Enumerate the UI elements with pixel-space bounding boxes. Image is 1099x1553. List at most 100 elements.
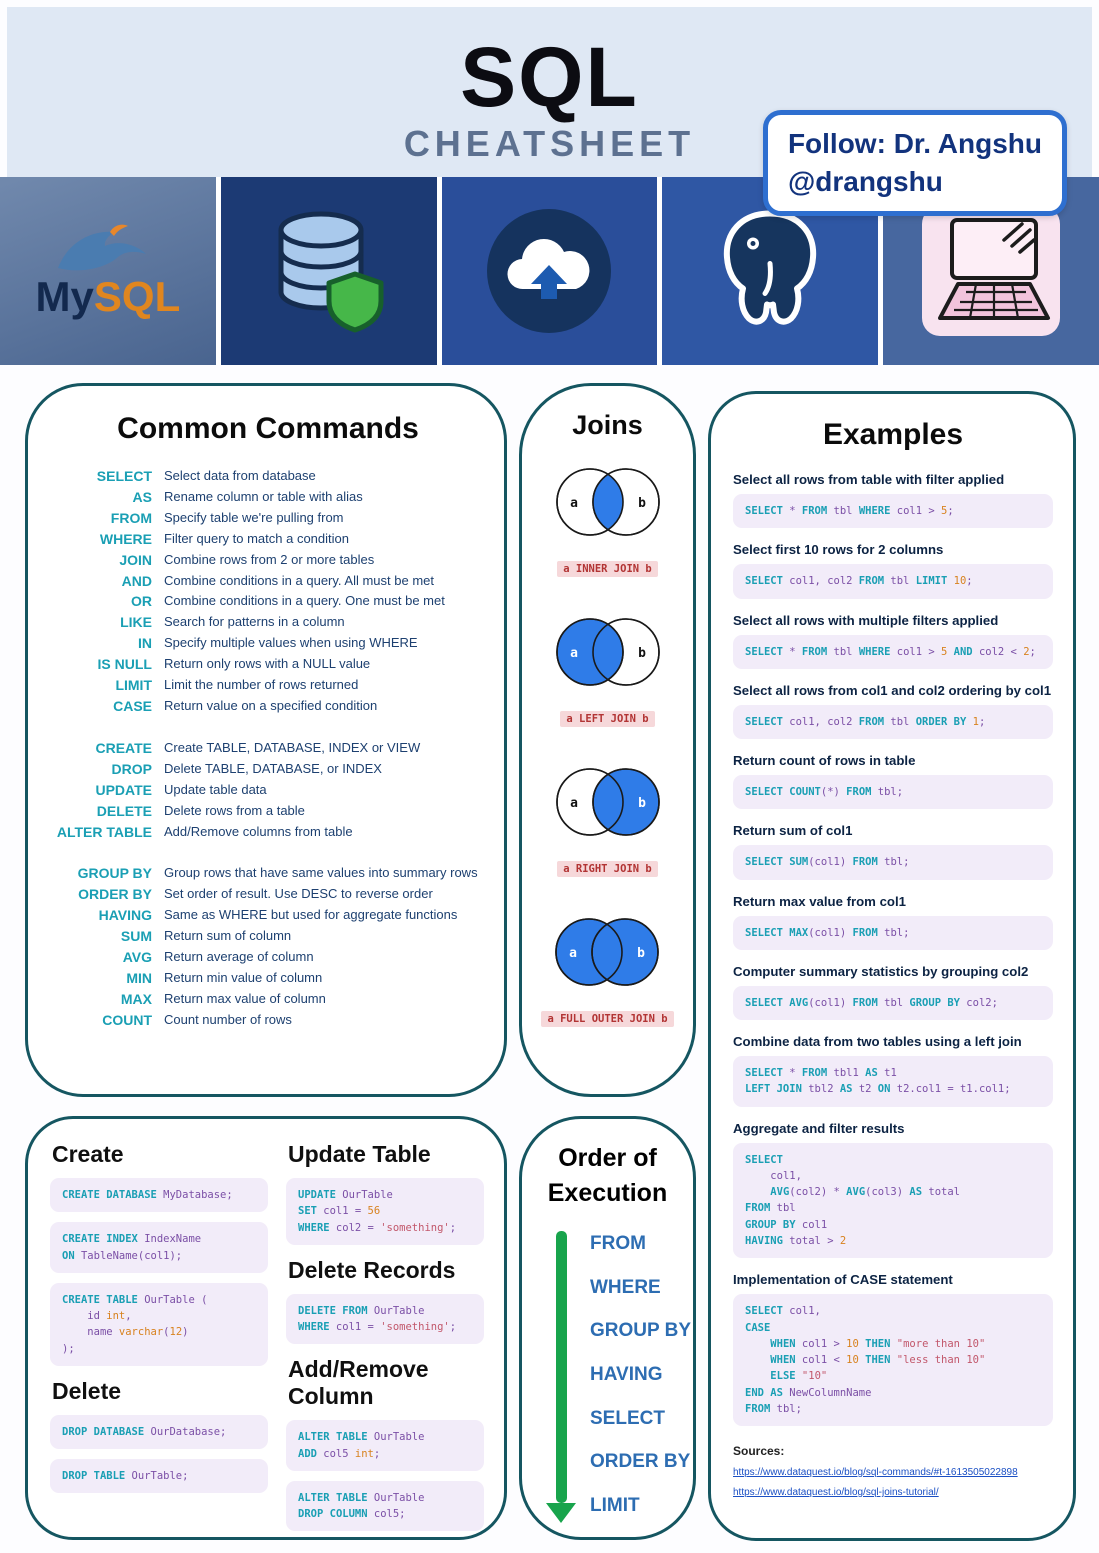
code-block: DELETE FROM OurTable WHERE col1 = 'somet…	[286, 1293, 484, 1345]
code-block: SELECT COUNT(*) FROM tbl;	[733, 775, 1053, 810]
command-description: Update table data	[164, 781, 267, 797]
joins-title: Joins	[572, 410, 643, 440]
command-group: CREATE Create TABLE, DATABASE, INDEX or V…	[42, 738, 494, 843]
code-block: ALTER TABLE OurTable DROP COLUMN col5;	[286, 1480, 484, 1532]
command-row: AVG Return average of column	[42, 947, 494, 968]
command-description: Select data from database	[164, 468, 316, 483]
code-block: SELECT * FROM tbl WHERE col1 > 5;	[733, 494, 1053, 529]
command-keyword: IS NULL	[97, 656, 152, 673]
example-description: Select first 10 rows for 2 columns	[733, 542, 944, 558]
database-shield-icon	[220, 177, 437, 365]
command-row: WHERE Filter query to match a condition	[42, 529, 494, 550]
command-keyword: ALTER TABLE	[56, 823, 152, 840]
code-block: SELECT col1, AVG(col2) * AVG(col3) AS to…	[733, 1142, 1053, 1259]
follow-badge-handle: @drangshu	[787, 165, 943, 197]
execution-step: FROM	[590, 1233, 646, 1254]
join-label: a INNER JOIN b	[557, 561, 658, 577]
command-keyword: COUNT	[102, 1011, 152, 1028]
example-description: Return sum of col1	[733, 823, 853, 839]
command-description: Specify multiple values when using WHERE	[164, 635, 418, 651]
snippet-heading: Create	[52, 1141, 124, 1167]
command-keyword: ORDER BY	[78, 886, 152, 903]
example-item: Select all rows with multiple filters ap…	[733, 613, 1053, 669]
source-link[interactable]: https://www.dataquest.io/blog/sql-joins-…	[733, 1487, 939, 1499]
command-description: Create TABLE, DATABASE, INDEX or VIEW	[164, 739, 421, 755]
svg-text:b: b	[638, 646, 646, 661]
code-block: CREATE DATABASE MyDatabase;	[50, 1178, 268, 1213]
svg-text:a: a	[570, 946, 578, 961]
command-description: Same as WHERE but used for aggregate fun…	[164, 907, 458, 923]
example-description: Select all rows with multiple filters ap…	[733, 612, 999, 628]
command-keyword: AVG	[122, 949, 152, 966]
command-keyword: GROUP BY	[77, 865, 152, 882]
examples-panel: Examples Select all rows from table with…	[708, 391, 1076, 1541]
page-title: SQL	[460, 30, 639, 124]
command-description: Delete TABLE, DATABASE, or INDEX	[164, 760, 382, 776]
code-block: UPDATE OurTable SET col1 = 56 WHERE col2…	[286, 1178, 484, 1245]
source-link[interactable]: https://www.dataquest.io/blog/sql-comman…	[733, 1467, 1018, 1479]
examples-list: Select all rows from table with filter a…	[733, 472, 1053, 1427]
command-keyword: CREATE	[95, 739, 152, 756]
code-block: ALTER TABLE OurTable ADD col5 int;	[286, 1420, 484, 1471]
command-keyword: SUM	[120, 928, 152, 945]
code-block: SELECT SUM(col1) FROM tbl;	[733, 845, 1053, 880]
command-description: Return average of column	[164, 949, 314, 965]
follow-badge[interactable]: Follow: Dr. Angshu @drangshu	[762, 110, 1067, 216]
code-block: DROP TABLE OurTable;	[50, 1459, 268, 1494]
example-description: Combine data from two tables using a lef…	[733, 1034, 1022, 1050]
command-description: Search for patterns in a column	[164, 614, 345, 630]
command-description: Add/Remove columns from table	[164, 823, 353, 839]
mysql-word-prefix: My	[35, 272, 94, 320]
command-keyword: AS	[132, 488, 152, 505]
command-description: Return min value of column	[164, 969, 323, 985]
examples-title: Examples	[822, 418, 964, 451]
snippet-heading: Add/Remove Column	[288, 1356, 429, 1410]
command-description: Group rows that have same values into su…	[164, 865, 478, 881]
command-keyword: WHERE	[99, 530, 152, 547]
code-block: SELECT AVG(col1) FROM tbl GROUP BY col2;	[733, 985, 1053, 1021]
execution-step: WHERE	[590, 1276, 661, 1298]
svg-text:b: b	[638, 496, 646, 511]
command-keyword: LIKE	[120, 614, 152, 631]
code-block: DROP DATABASE OurDatabase;	[50, 1414, 268, 1450]
command-keyword: LIMIT	[115, 677, 152, 694]
command-description: Filter query to match a condition	[164, 530, 349, 546]
command-description: Rename column or table with alias	[164, 488, 363, 504]
mysql-logo: MySQL	[0, 177, 216, 365]
command-row: CREATE Create TABLE, DATABASE, INDEX or V…	[42, 738, 494, 759]
sources-links: https://www.dataquest.io/blog/sql-comman…	[733, 1467, 1053, 1498]
code-block: SELECT col1, col2 FROM tbl ORDER BY 1;	[733, 704, 1053, 740]
command-description: Combine rows from 2 or more tables	[164, 551, 375, 567]
join-label: a LEFT JOIN b	[560, 711, 655, 727]
order-title-line1: Order of	[558, 1144, 657, 1172]
command-keyword: MIN	[126, 969, 152, 986]
command-description: Delete rows from a table	[164, 802, 305, 818]
svg-text:a: a	[570, 496, 578, 511]
common-commands-title: Common Commands	[117, 412, 419, 445]
